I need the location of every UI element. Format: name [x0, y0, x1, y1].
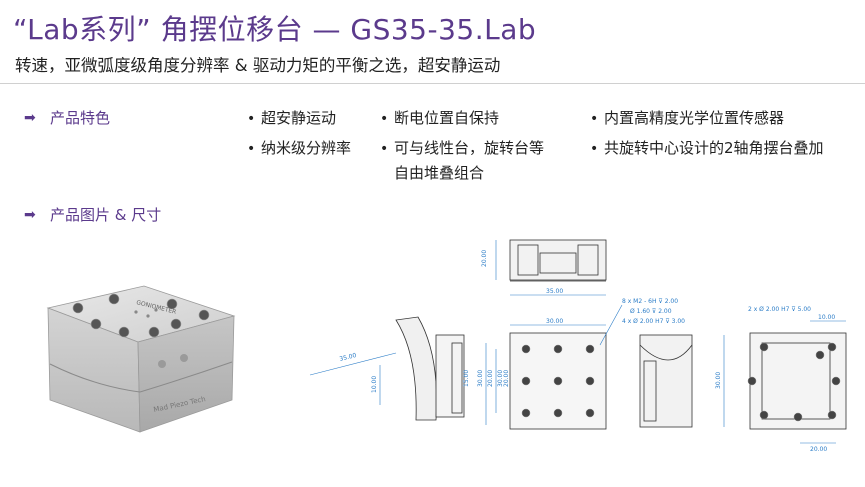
bullet-icon: • [247, 141, 256, 157]
dim-pin-note-1: Ø 1.60 ⊽ 2.00 [630, 308, 672, 315]
features-heading: ➡ 产品特色 [24, 107, 110, 128]
dim-angle: 10.00 [371, 376, 378, 393]
feature-item: •纳米级分辨率 [247, 136, 351, 161]
page-title: “Lab系列” 角摆位移台 — GS35-35.Lab [13, 13, 537, 46]
dim-front-h3: 30.00 [497, 370, 504, 387]
feature-item: •内置高精度光学位置传感器 [590, 106, 784, 131]
dim-radius-length: 35.00 [339, 352, 358, 363]
feature-item: •可与线性台，旋转台等自由堆叠组合 [380, 139, 545, 182]
dim-front-h1: 30.00 [477, 370, 484, 387]
arrow-right-icon: ➡ [24, 109, 36, 126]
dim-right-top: 10.00 [818, 314, 835, 321]
header-divider [0, 83, 865, 84]
bullet-icon: • [590, 141, 599, 157]
dim-right-note: 2 x Ø 2.00 H7 ⊽ 5.00 [748, 306, 811, 313]
dim-pin-note-2: 4 x Ø 2.00 H7 ⊽ 3.00 [622, 318, 685, 325]
feature-item: •超安静运动 [247, 106, 336, 131]
arrow-right-icon: ➡ [24, 206, 36, 223]
dim-top-width: 35.00 [546, 288, 563, 295]
bullet-icon: • [380, 111, 389, 127]
dim-thread-note: 8 x M2 - 6H ⊽ 2.00 [622, 298, 678, 305]
bullet-icon: • [380, 141, 389, 157]
dim-top-height: 20.00 [481, 250, 488, 267]
feature-item: •共旋转中心设计的2轴角摆台叠加 [590, 136, 824, 161]
feature-item: •断电位置自保持 [380, 106, 499, 131]
dim-right-width: 20.00 [810, 446, 827, 453]
page-subtitle: 转速，亚微弧度级角度分辨率 & 驱动力矩的平衡之选，超安静运动 [15, 56, 501, 75]
dim-right-height: 30.00 [715, 372, 722, 389]
images-heading-label: 产品图片 & 尺寸 [50, 206, 162, 224]
images-heading: ➡ 产品图片 & 尺寸 [24, 204, 161, 225]
dim-front-h4: 20.00 [503, 370, 510, 387]
bullet-icon: • [247, 111, 256, 127]
product-image: GONIOMETER Mad Piezo Tech [46, 285, 236, 433]
bullet-icon: • [590, 111, 599, 127]
dim-front-h2: 20.00 [487, 370, 494, 387]
dimension-drawing: 35.00 20.00 8 x M2 - 6H ⊽ 2.00 Ø 1.60 ⊽ … [309, 239, 847, 453]
features-heading-label: 产品特色 [50, 109, 111, 127]
dim-front-width: 30.00 [546, 318, 563, 325]
dim-side-height: 15.00 [463, 370, 470, 387]
